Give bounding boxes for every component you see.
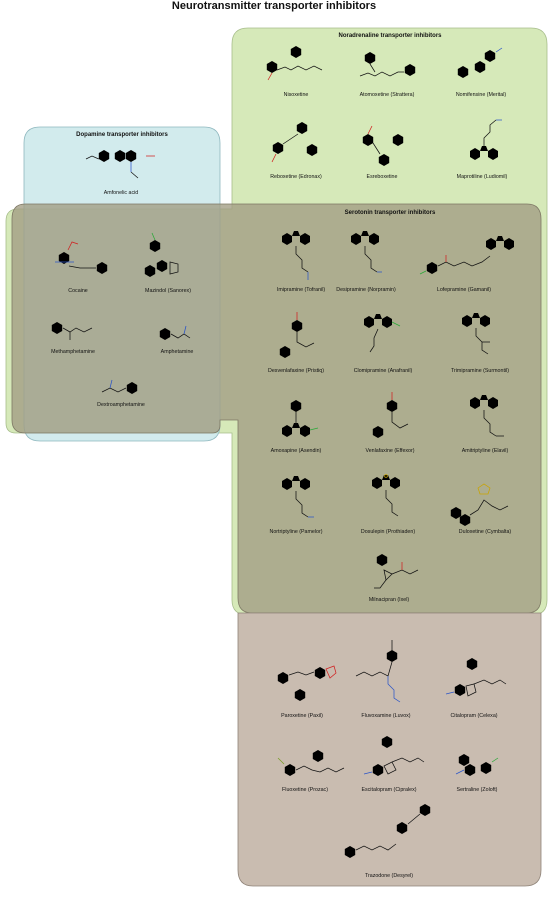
compound-label: Fluoxetine (Prozac): [282, 787, 328, 793]
structure-nomifensine: [457, 47, 503, 78]
structure-clomipramine: [364, 314, 401, 353]
compound-label: Desipramine (Norpramin): [336, 287, 396, 293]
compound-label: Atomoxetine (Strattera): [360, 92, 415, 98]
structure-methamphetamine: [51, 322, 93, 340]
compound-label: Escitalopram (Cipralex): [361, 787, 416, 793]
structure-fluvoxamine: [355, 640, 401, 703]
compound-label: Imipramine (Tofranil): [277, 287, 326, 293]
structure-trimipramine: [462, 313, 490, 355]
serotonin-heading: Serotonin transporter inhibitors: [345, 210, 436, 216]
compound-label: Maprotiline (Ludiomil): [457, 174, 508, 180]
compound-label: Amfonelic acid: [104, 190, 138, 196]
structure-desvenlafaxine: [279, 312, 315, 358]
structure-reboxetine: [271, 122, 318, 163]
structure-nortriptyline: [282, 476, 314, 518]
structure-dextroamphetamine: [101, 379, 138, 394]
compound-label: Sertraline (Zoloft): [457, 787, 498, 793]
structure-escitalopram: [363, 736, 425, 776]
structure-maprotiline: [470, 119, 502, 161]
compound-label: Fluvoxamine (Luvox): [361, 713, 410, 719]
compound-label: Nomifensine (Merital): [456, 92, 507, 98]
structure-amoxapine: [282, 400, 319, 438]
structure-desipramine: [351, 231, 382, 273]
compound-label: Venlafaxine (Effexor): [365, 448, 414, 454]
compound-label: Methamphetamine: [51, 349, 95, 355]
noradrenaline-heading: Noradrenaline transporter inhibitors: [338, 33, 442, 39]
compound-label: Dextroamphetamine: [97, 402, 145, 408]
structure-sertraline: [455, 754, 499, 776]
compound-label: Lofepramine (Gamanil): [437, 287, 491, 293]
compound-label: Trimipramine (Surmontil): [451, 368, 509, 374]
diagram-title: Neurotransmitter transporter inhibitors: [172, 0, 376, 12]
serotonin-only-region: [237, 612, 542, 887]
structure-trazodone: [344, 804, 431, 858]
structure-mazindol: [144, 232, 179, 277]
compound-label: Reboxetine (Edronax): [270, 174, 322, 180]
structure-cocaine: [55, 241, 108, 274]
compound-label: Duloxetine (Cymbalta): [459, 529, 512, 535]
structure-paroxetine: [277, 665, 337, 701]
structure-fluoxetine: [277, 750, 345, 776]
structure-amphetamine: [159, 325, 191, 340]
compound-label: Nortriptyline (Pamelor): [270, 529, 323, 535]
structure-duloxetine: [450, 483, 509, 526]
structure-citalopram: [445, 658, 507, 697]
group-regions: [5, 27, 548, 887]
structure-amfonelic-acid: [85, 150, 155, 179]
structure-nisoxetine: [266, 46, 323, 81]
compound-label: Amoxapine (Asendin): [271, 448, 322, 454]
compound-label: Citalopram (Celexa): [450, 713, 497, 719]
compound-label: Dosulepin (Prothiaden): [361, 529, 415, 535]
compound-label: Nisoxetine: [284, 92, 309, 98]
compound-label: Cocaine: [68, 288, 87, 294]
compound-label: Esreboxetine: [367, 174, 398, 180]
serotonin-region: [11, 203, 542, 614]
compound-label: Amitriptyline (Elavil): [462, 448, 509, 454]
structure-esreboxetine: [362, 125, 404, 166]
structure-milnacipran: [374, 554, 419, 589]
compound-label: Amphetamine: [161, 349, 194, 355]
structure-atomoxetine: [359, 52, 416, 77]
structure-venlafaxine: [372, 392, 409, 438]
structure-imipramine: [282, 231, 310, 280]
compound-label: Paroxetine (Paxil): [281, 713, 323, 719]
structure-amitriptyline: [470, 395, 504, 437]
dopamine-heading: Dopamine transporter inhibitors: [76, 132, 168, 138]
compound-label: Mazindol (Sanorex): [145, 288, 191, 294]
compound-label: Trazodone (Desyrel): [365, 873, 413, 879]
structure-dosulepin: [372, 474, 400, 517]
compound-label: Clomipramine (Anafranil): [354, 368, 413, 374]
structure-lofepramine: [419, 236, 514, 275]
compound-label: Desvenlafaxine (Pristiq): [268, 368, 324, 374]
compound-label: Milnacipran (Ixel): [369, 597, 410, 603]
